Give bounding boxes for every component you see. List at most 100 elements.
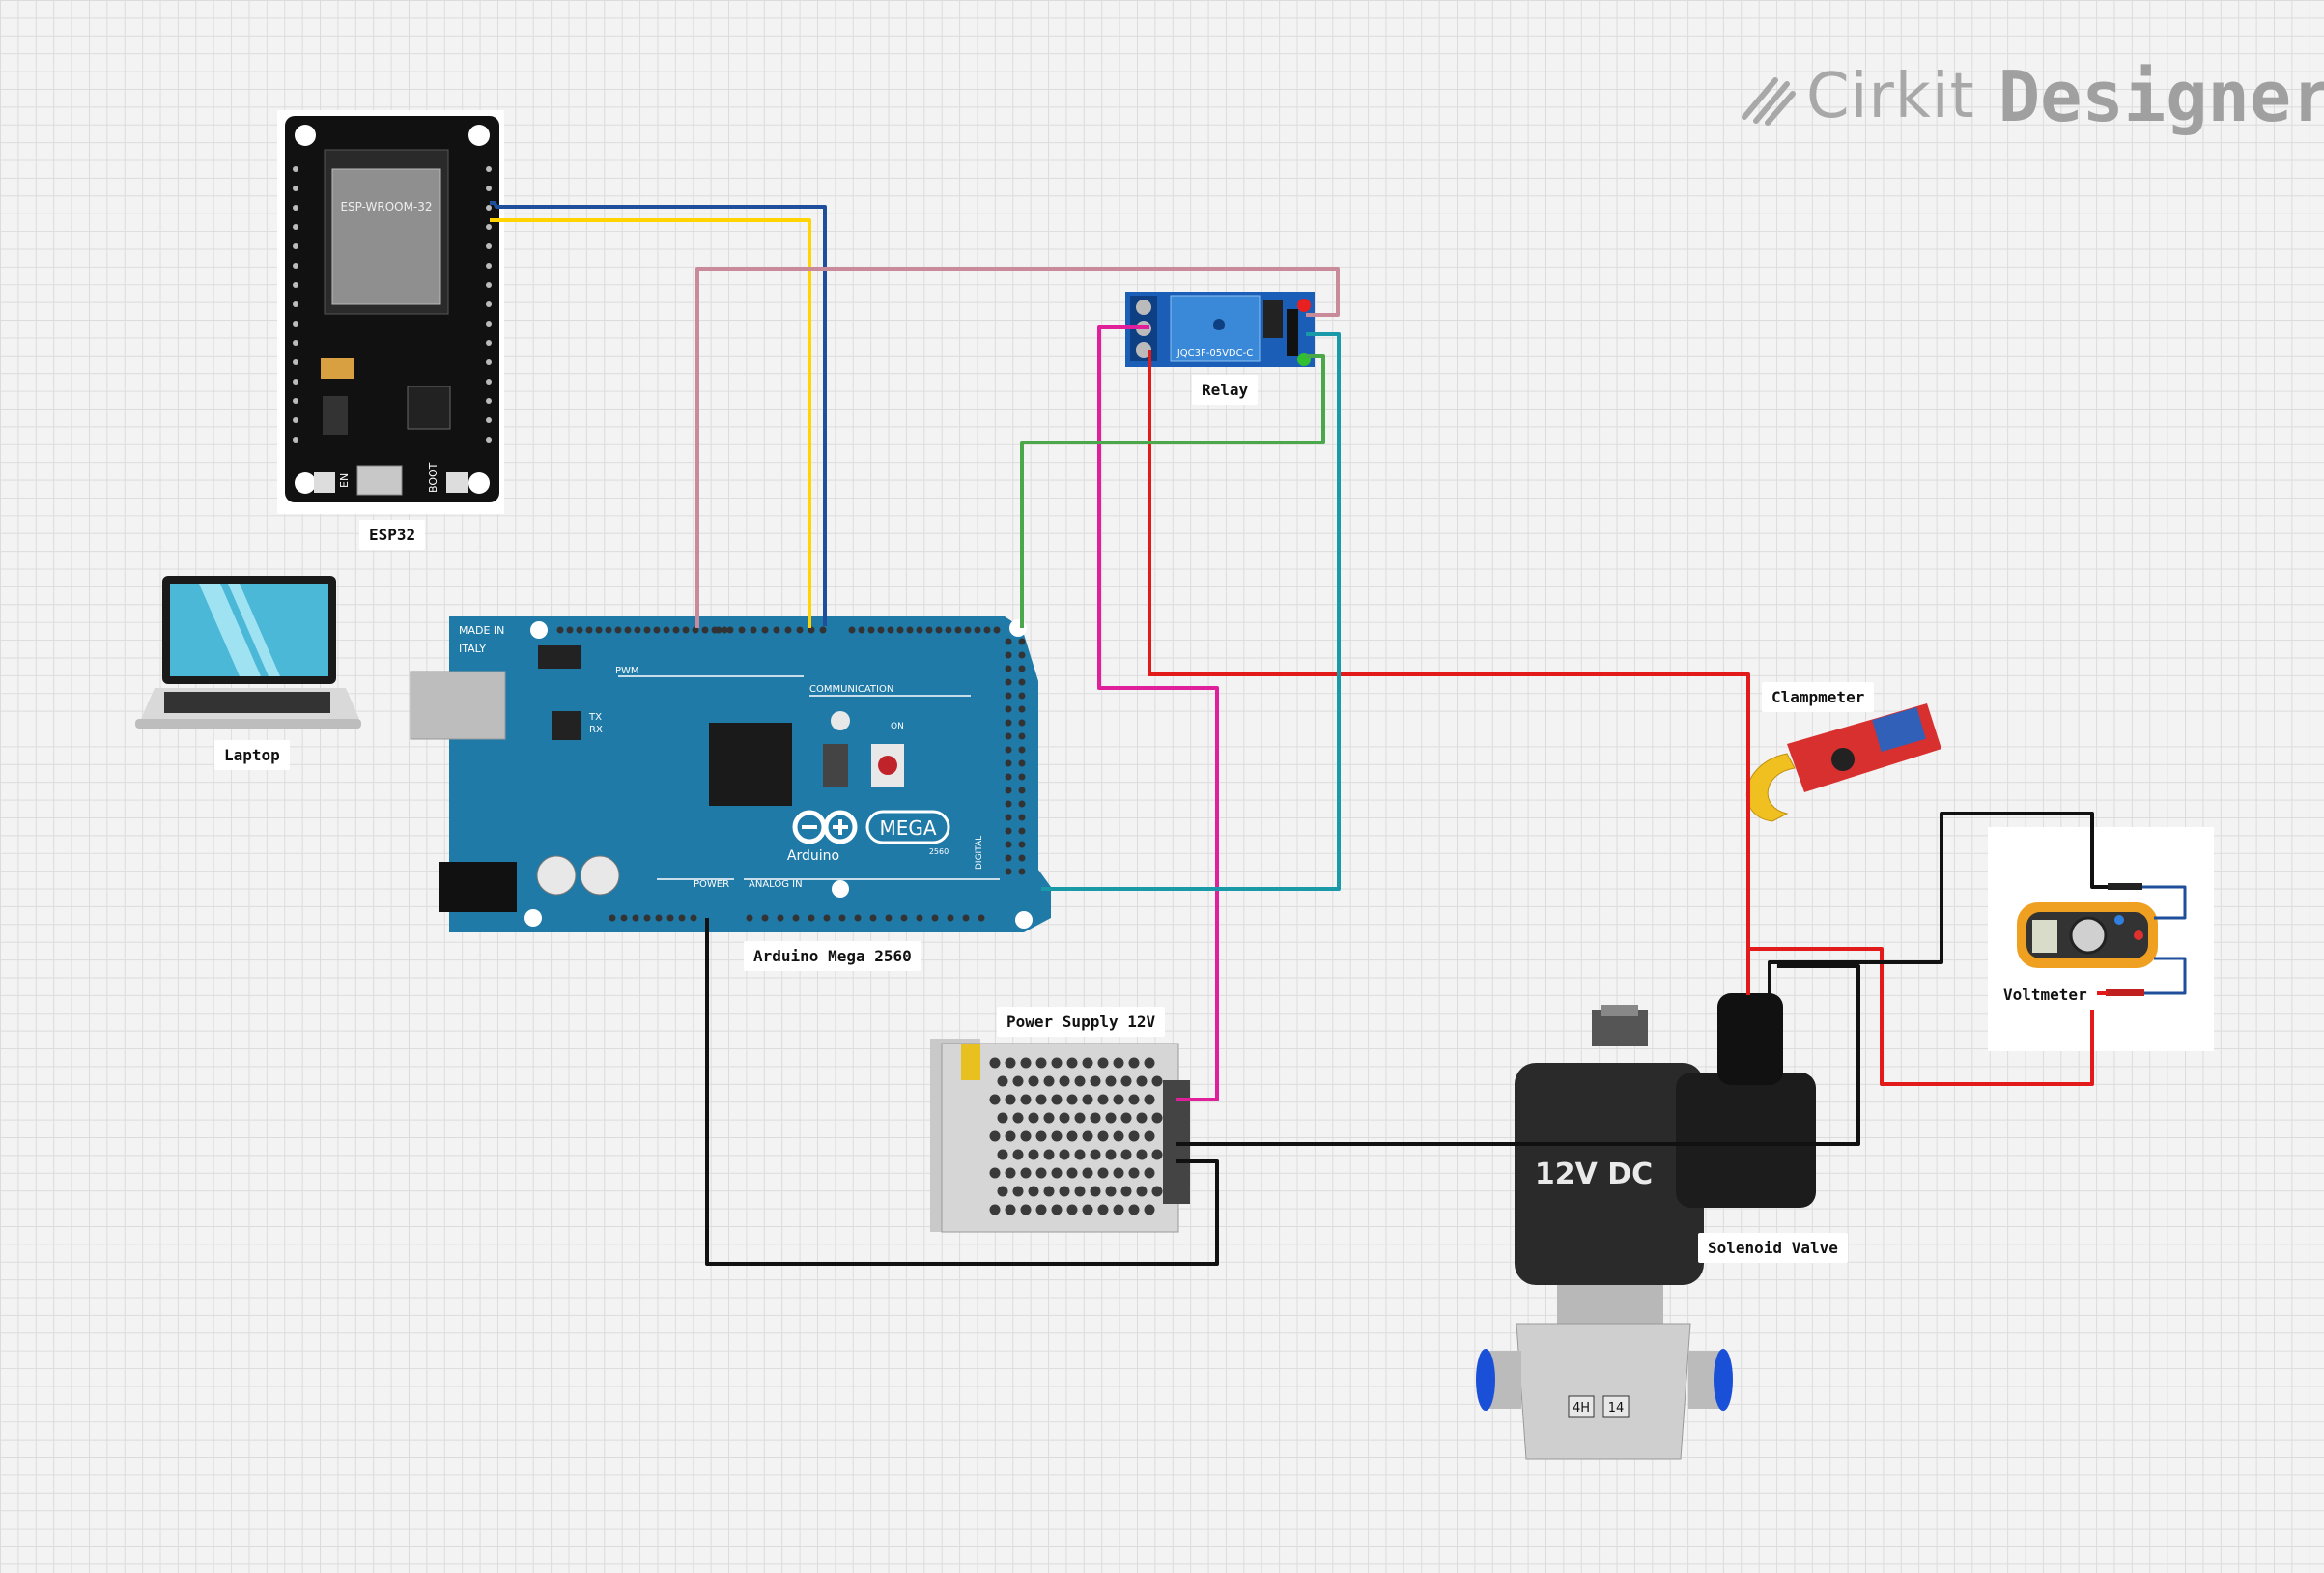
pin-hole [773, 626, 780, 634]
pin-hole [1090, 1149, 1101, 1160]
wire-black-gnd [705, 918, 1219, 1266]
pin-hole [486, 398, 492, 404]
arduino-digital-label: DIGITAL [975, 836, 984, 870]
esp32-board[interactable]: ESP-WROOM-32 EN BOOT [277, 110, 504, 514]
pin-hole [701, 626, 709, 634]
pin-hole [1028, 1186, 1039, 1197]
pin-hole [1020, 1167, 1032, 1179]
pin-hole [906, 626, 914, 634]
pin-hole [1005, 1130, 1016, 1142]
pin-hole [1105, 1112, 1117, 1124]
power-supply-label: Power Supply 12V [997, 1007, 1166, 1037]
pin-hole [1035, 1204, 1047, 1216]
pin-hole [1120, 1149, 1132, 1160]
pin-hole [1018, 678, 1026, 686]
wire-red-relay [1148, 350, 1750, 995]
pin-hole [624, 626, 632, 634]
pin-hole [1043, 1075, 1055, 1087]
pin-hole [1005, 773, 1012, 781]
pin-hole [1018, 868, 1026, 875]
pin-hole [486, 340, 492, 346]
pin-hole [900, 914, 908, 922]
arduino-mega-board[interactable]: MADE IN ITALY PWM COMMUNICATION TX RX ON… [410, 616, 1051, 932]
pin-hole [721, 626, 728, 634]
pin-hole [1028, 1075, 1039, 1087]
pin-hole [819, 626, 827, 634]
pin-hole [614, 626, 622, 634]
pin-hole [1082, 1094, 1093, 1105]
arduino-communication-label: COMMUNICATION [809, 684, 893, 695]
relay-body-text: JQC3F-05VDC-C [1176, 348, 1253, 358]
pin-hole [1043, 1112, 1055, 1124]
pin-hole [486, 437, 492, 443]
pin-hole [1074, 1186, 1086, 1197]
pin-hole [293, 263, 298, 269]
pin-hole [1066, 1130, 1078, 1142]
wire-black-voltmeter [1768, 812, 2108, 995]
pin-hole [1018, 814, 1026, 821]
pin-hole [1018, 705, 1026, 713]
pin-hole [1059, 1149, 1070, 1160]
pin-hole [877, 626, 885, 634]
clampmeter-device[interactable] [1745, 703, 1941, 822]
solenoid-label: Solenoid Valve [1698, 1233, 1848, 1263]
pin-hole [1113, 1204, 1124, 1216]
pin-hole [293, 437, 298, 443]
arduino-tx-label: TX [588, 712, 602, 723]
arduino-model-text: MEGA [879, 816, 936, 840]
relay-label: Relay [1192, 375, 1259, 405]
pin-hole [726, 626, 734, 634]
pin-hole [1018, 665, 1026, 672]
relay-module[interactable]: JQC3F-05VDC-C [1125, 292, 1315, 367]
pin-hole [1082, 1057, 1093, 1069]
pin-hole [556, 626, 564, 634]
pin-hole [1151, 1149, 1163, 1160]
wire-teal [1041, 332, 1341, 891]
pin-hole [1128, 1167, 1140, 1179]
pin-hole [486, 263, 492, 269]
pin-hole [1066, 1057, 1078, 1069]
pin-hole [585, 626, 593, 634]
pin-hole [1113, 1130, 1124, 1142]
brand-name-part2: Designer [1998, 56, 2324, 137]
pin-hole [1051, 1057, 1063, 1069]
pin-hole [848, 626, 856, 634]
wire-blue [490, 201, 827, 626]
pin-hole [1035, 1130, 1047, 1142]
pin-hole [1018, 638, 1026, 645]
esp32-module-text: ESP-WROOM-32 [340, 200, 432, 214]
wire-green [1020, 354, 1325, 628]
pin-hole [989, 1094, 1001, 1105]
arduino-logo: MEGA Arduino 2560 [787, 810, 950, 864]
pin-hole [838, 914, 846, 922]
pin-hole [1028, 1112, 1039, 1124]
pin-hole [1105, 1075, 1117, 1087]
pin-hole [945, 626, 952, 634]
arduino-country: ITALY [459, 643, 486, 655]
solenoid-valve[interactable]: 12V DC 4H 14 [1476, 993, 1816, 1460]
pin-hole [1090, 1075, 1101, 1087]
pin-hole [1113, 1094, 1124, 1105]
cirkit-logo-icon [1742, 77, 1796, 126]
pin-hole [1097, 1167, 1109, 1179]
pin-hole [1018, 692, 1026, 700]
pin-hole [1136, 1149, 1148, 1160]
pin-hole [1018, 759, 1026, 767]
pin-hole [1018, 841, 1026, 848]
pin-hole [808, 626, 815, 634]
pin-hole [964, 626, 972, 634]
pin-hole [1005, 786, 1012, 794]
pin-hole [293, 359, 298, 365]
laptop-icon[interactable] [135, 576, 361, 729]
power-supply-unit[interactable] [930, 1039, 1190, 1233]
pin-hole [1097, 1204, 1109, 1216]
pin-hole [486, 224, 492, 230]
wire-voltmeter-probe-bottom [2144, 957, 2187, 995]
pin-hole [293, 205, 298, 211]
pin-hole [1105, 1149, 1117, 1160]
voltmeter-device[interactable] [1988, 827, 2214, 1051]
pin-hole [663, 626, 670, 634]
pin-hole [1035, 1094, 1047, 1105]
pin-hole [1020, 1130, 1032, 1142]
pin-hole [293, 224, 298, 230]
